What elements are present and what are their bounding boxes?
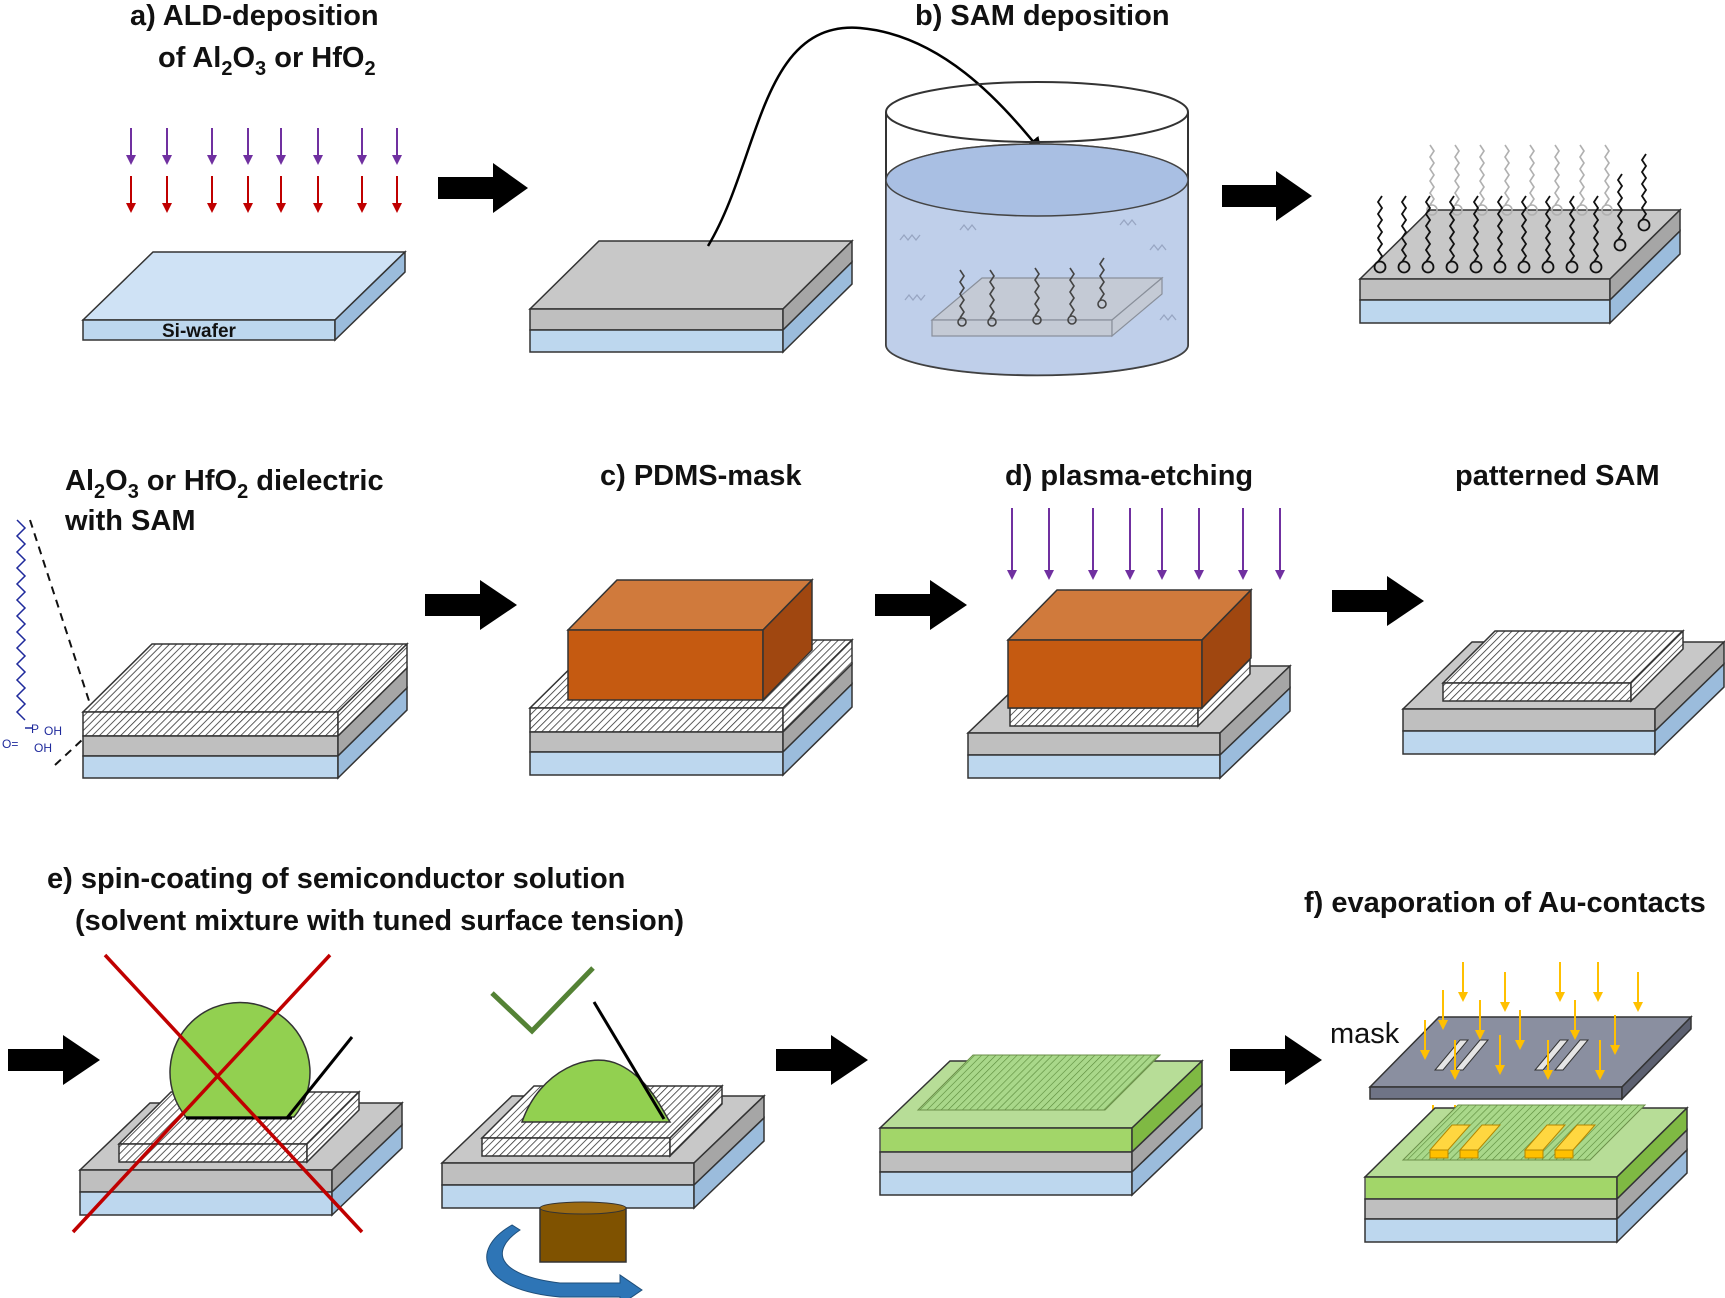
ald-precursor-arrows	[126, 128, 402, 213]
gold-contacts	[1428, 1124, 1597, 1159]
device-wafer	[1363, 1104, 1689, 1244]
process-arrow-icon	[1332, 576, 1424, 626]
process-arrow-icon	[776, 1035, 868, 1085]
process-arrow-icon	[425, 580, 517, 630]
svg-text:P: P	[31, 722, 39, 736]
svg-text:OH: OH	[44, 724, 62, 738]
label-patterned-sam: patterned SAM	[1455, 460, 1660, 492]
process-arrow-icon	[438, 163, 528, 213]
label-b: b) SAM deposition	[915, 0, 1170, 32]
label-dielectric-line1: Al2O3 or HfO2 dielectric	[65, 465, 384, 503]
sam-solution-beaker	[885, 81, 1189, 377]
pdms-stamp-etch	[1006, 588, 1253, 710]
svg-text:OH: OH	[34, 741, 52, 755]
spin-chuck	[539, 1201, 627, 1263]
contact-angle-line	[592, 1001, 666, 1120]
plasma-arrows	[1007, 508, 1285, 580]
cross-mark-icon	[71, 953, 364, 1234]
label-f: f) evaporation of Au-contacts	[1304, 887, 1706, 919]
label-e-line1: e) spin-coating of semiconductor solutio…	[47, 863, 625, 895]
phosphonic-acid-molecule: P OH OH O=	[2, 519, 93, 766]
label-a-line2: of Al2O3 or HfO2	[158, 42, 376, 80]
sam-molecules	[1373, 144, 1651, 274]
sam-coated-wafer	[1358, 208, 1682, 325]
transfer-arrow	[706, 26, 1042, 247]
label-c: c) PDMS-mask	[600, 460, 802, 492]
si-wafer-label: Si-wafer	[162, 321, 237, 342]
low-contact-angle-droplet	[520, 1059, 672, 1123]
label-d: d) plasma-etching	[1005, 460, 1253, 492]
shadow-mask	[1368, 1015, 1693, 1101]
process-arrow-icon	[1222, 171, 1312, 221]
label-dielectric-line2: with SAM	[64, 505, 196, 537]
contact-angle-line	[285, 1036, 354, 1119]
svg-text:O=: O=	[2, 737, 18, 751]
oxide-coated-wafer	[528, 239, 854, 354]
semiconductor-coated-wafer	[878, 1054, 1204, 1197]
process-arrow-icon	[875, 580, 967, 630]
patterned-sam-wafer	[1401, 629, 1725, 756]
process-arrow-icon	[8, 1035, 100, 1085]
pdms-stamp	[566, 578, 814, 702]
si-wafer-slab	[81, 250, 407, 342]
label-e-line2: (solvent mixture with tuned surface tens…	[75, 905, 684, 937]
rotation-arrow-icon	[486, 1224, 643, 1298]
mask-label: mask	[1330, 1018, 1400, 1050]
check-mark-icon	[490, 966, 595, 1035]
process-arrow-icon	[1230, 1035, 1322, 1085]
label-a-line1: a) ALD-deposition	[130, 0, 379, 32]
sam-dielectric-wafer	[81, 642, 409, 780]
